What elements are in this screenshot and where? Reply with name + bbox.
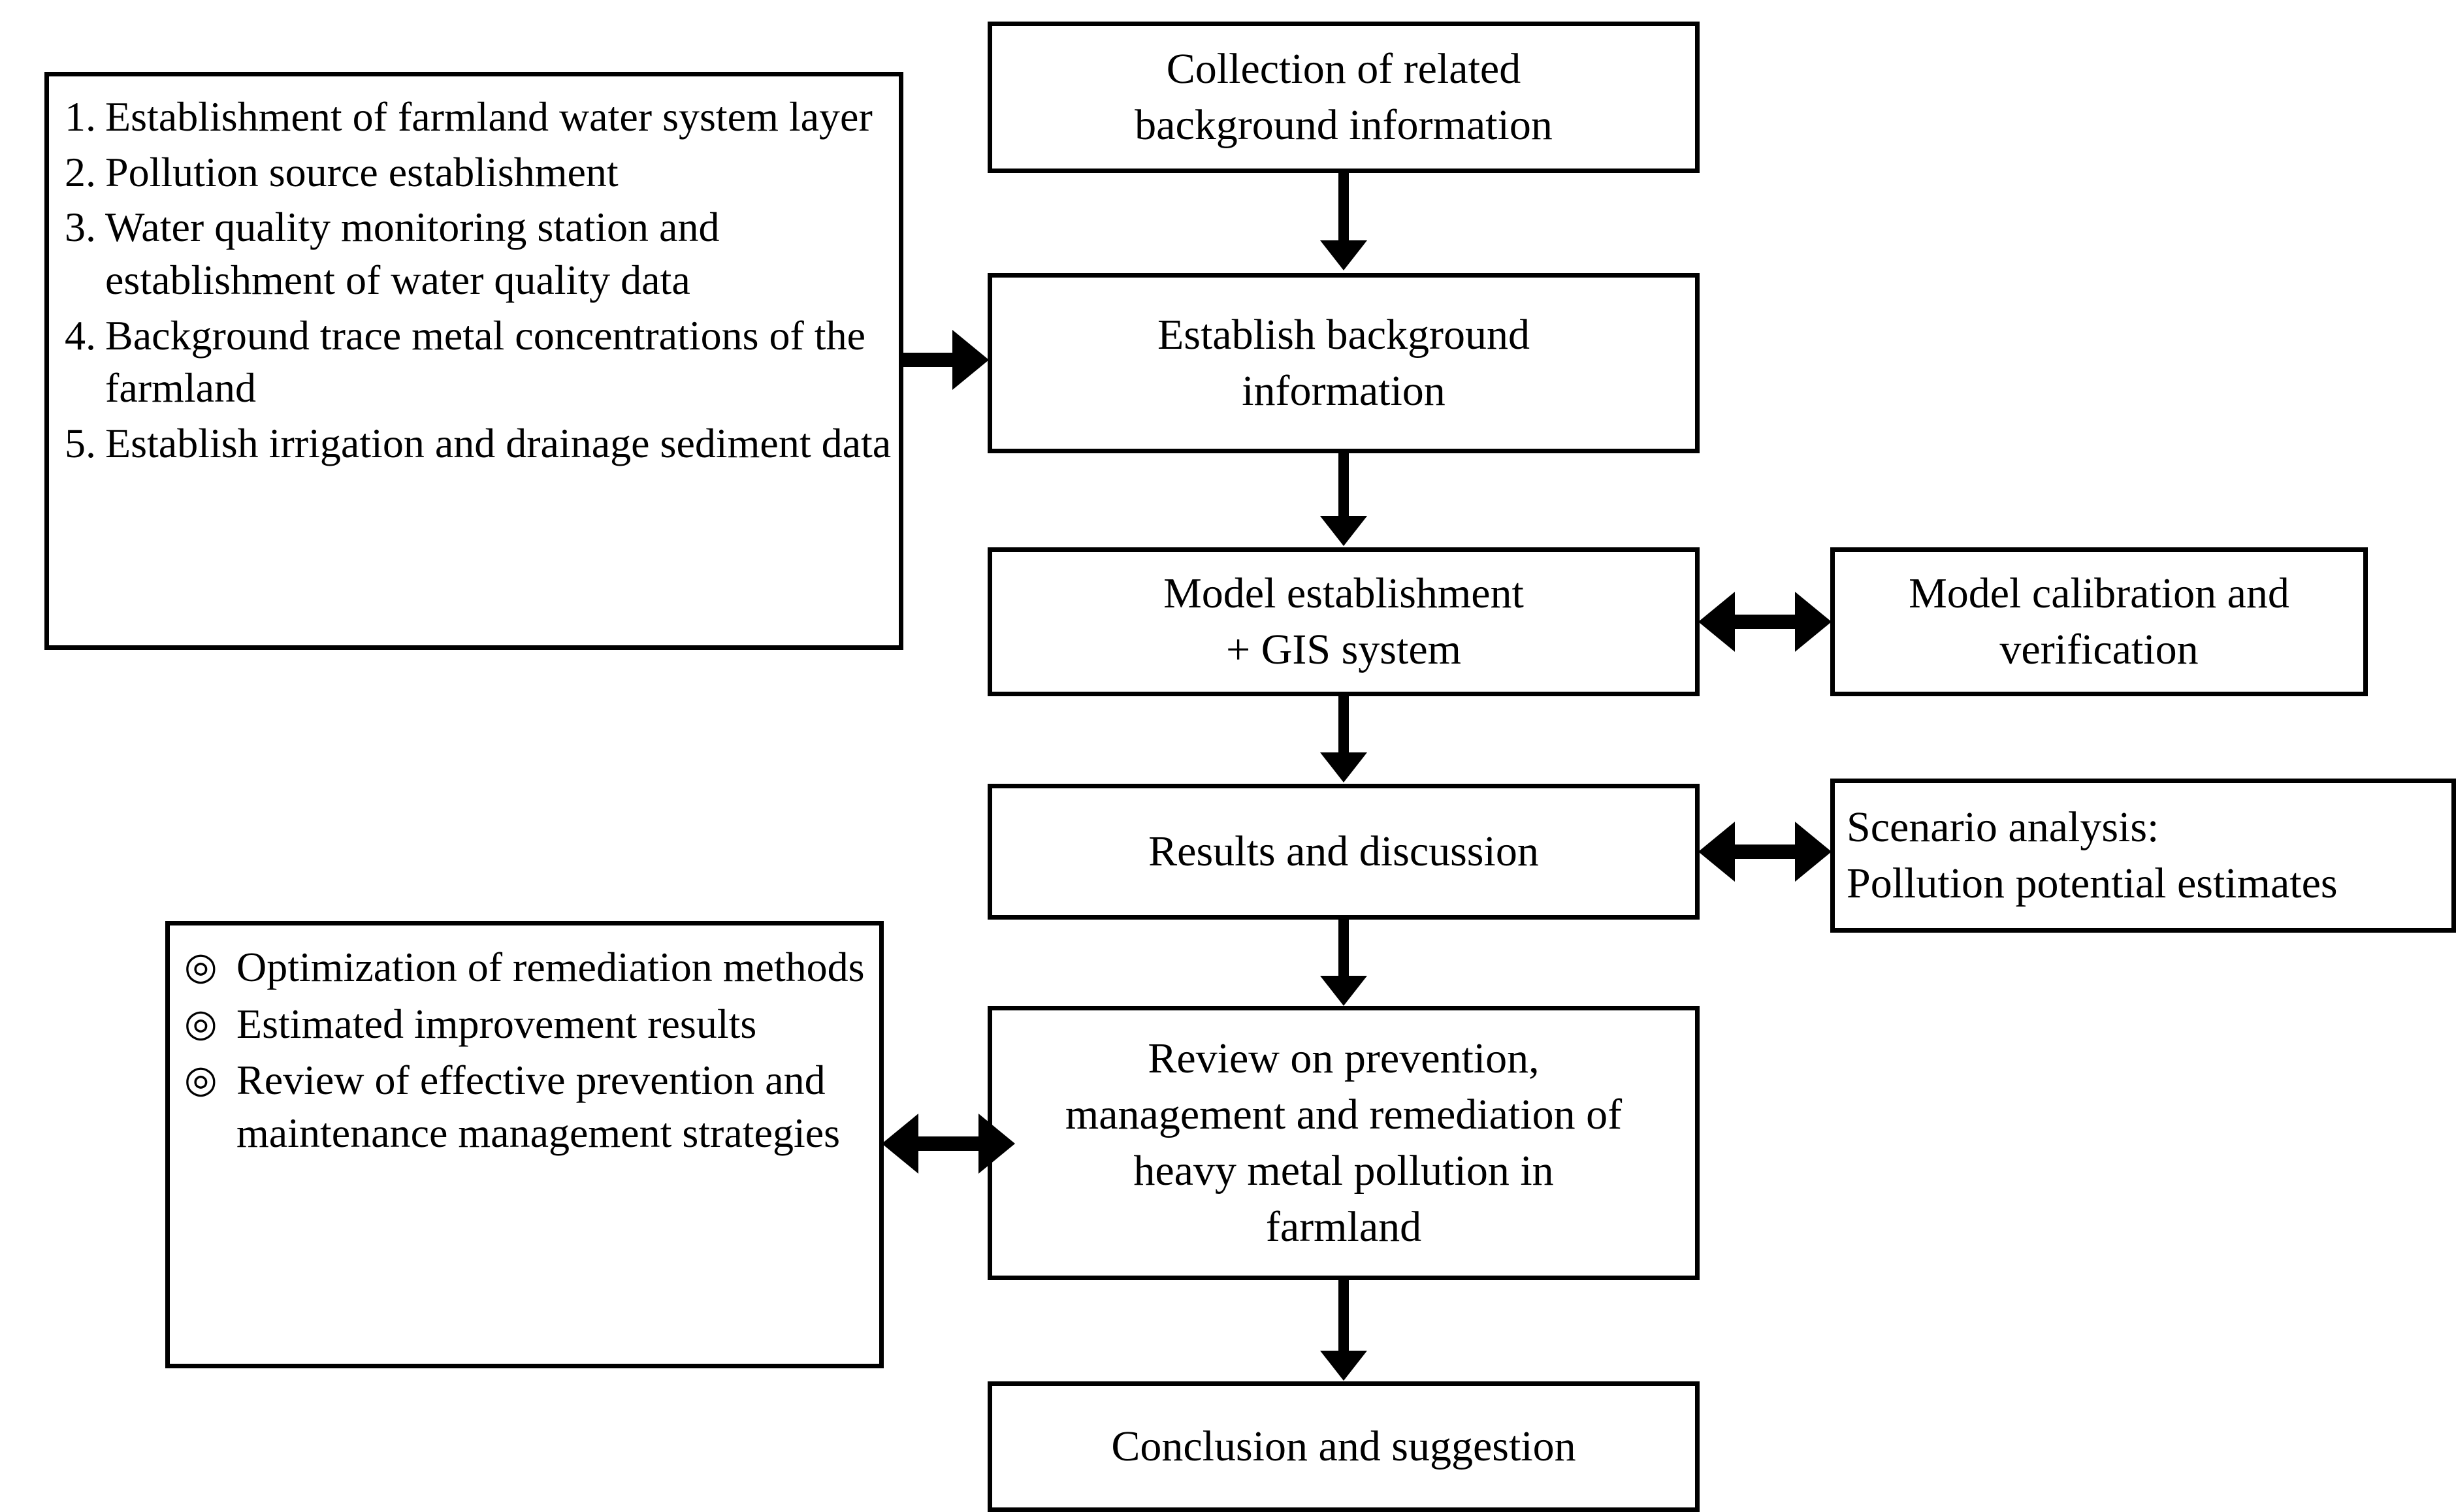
connector-model-to-results-arrowhead [1320, 752, 1367, 782]
node-calibration-label: Model calibration and verification [1835, 566, 2363, 678]
list-item-number: 1. [65, 93, 96, 140]
node-calibration-line2: verification [1999, 626, 2199, 673]
list-item: 5. Establish irrigation and drainage sed… [65, 417, 892, 470]
node-scenario-line2: Pollution potential estimates [1847, 860, 2338, 907]
node-model-calibration-and-verification[interactable]: Model calibration and verification [1830, 547, 2368, 696]
node-scenario-label: Scenario analysis: Pollution potential e… [1835, 799, 2451, 912]
connector-results-to-scenario-arrowhead-right [1795, 822, 1832, 882]
connector-outcomes-to-review-arrowhead-right [978, 1114, 1015, 1174]
inputs-list-box[interactable]: 1. Establishment of farmland water syste… [44, 72, 903, 650]
list-item: ◎ Optimization of remediation methods [184, 941, 873, 994]
list-item: 4. Background trace metal concentrations… [65, 310, 892, 415]
list-item: 3. Water quality monitoring station and … [65, 201, 892, 306]
node-collection-line1: Collection of related [1166, 45, 1521, 93]
list-item: ◎ Review of effective prevention and mai… [184, 1054, 873, 1159]
list-item-text: Background trace metal concentrations of… [105, 312, 865, 411]
list-item: ◎ Estimated improvement results [184, 998, 873, 1051]
node-model-line2: + GIS system [1226, 626, 1461, 673]
list-item: 2. Pollution source establishment [65, 146, 892, 199]
list-item-number: 5. [65, 419, 96, 466]
node-scenario-line1: Scenario analysis: [1847, 803, 2159, 852]
connector-review-to-conclusion-line [1338, 1276, 1349, 1356]
list-item-number: 2. [65, 148, 96, 195]
connector-establish-to-model-arrowhead [1320, 516, 1367, 546]
node-collection-of-related-background-information[interactable]: Collection of related background informa… [988, 22, 1700, 173]
outcomes-list: ◎ Optimization of remediation methods ◎ … [170, 925, 879, 1164]
node-results-and-discussion[interactable]: Results and discussion [988, 784, 1700, 920]
node-review-label: Review on prevention, management and rem… [992, 1031, 1695, 1255]
node-results-label: Results and discussion [1148, 828, 1539, 876]
node-model-establishment[interactable]: Model establishment + GIS system [988, 547, 1700, 696]
list-item-text: Pollution source establishment [105, 148, 619, 195]
list-item-text: Establish irrigation and drainage sedime… [105, 419, 892, 466]
node-review-line1: Review on prevention, [1148, 1035, 1540, 1083]
list-item-text: Water quality monitoring station and est… [105, 204, 720, 303]
node-review-line4: farmland [1265, 1202, 1422, 1251]
node-scenario-analysis[interactable]: Scenario analysis: Pollution potential e… [1830, 779, 2456, 933]
connector-establish-to-model-line [1338, 449, 1349, 523]
double-circle-bullet-icon: ◎ [184, 1001, 218, 1044]
connector-results-to-review-arrowhead [1320, 976, 1367, 1006]
node-conclusion-and-suggestion[interactable]: Conclusion and suggestion [988, 1381, 1700, 1512]
connector-review-to-conclusion-arrowhead [1320, 1351, 1367, 1381]
connector-outcomes-to-review-line [914, 1136, 985, 1151]
node-collection-label: Collection of related background informa… [992, 41, 1695, 153]
connector-collection-to-establish-line [1338, 169, 1349, 242]
connector-outcomes-to-review-arrowhead-left [882, 1114, 918, 1174]
outcomes-list-box[interactable]: ◎ Optimization of remediation methods ◎ … [165, 921, 884, 1368]
connector-model-to-calibration-arrowhead-left [1698, 592, 1735, 652]
node-review-line3: heavy metal pollution in [1133, 1147, 1554, 1195]
list-item-text: Review of effective prevention and maint… [236, 1057, 841, 1156]
node-review-line2: management and remediation of [1065, 1091, 1623, 1139]
node-conclusion-label: Conclusion and suggestion [1111, 1423, 1576, 1471]
connector-inputs-to-establish-line [900, 353, 956, 367]
node-calibration-line1: Model calibration and [1909, 570, 2289, 618]
connector-model-to-results-line [1338, 692, 1349, 758]
connector-results-to-review-line [1338, 916, 1349, 982]
connector-results-to-scenario-line [1731, 844, 1802, 859]
list-item-text: Estimated improvement results [236, 1000, 757, 1047]
node-review-on-prevention[interactable]: Review on prevention, management and rem… [988, 1006, 1700, 1280]
node-model-line1: Model establishment [1163, 570, 1524, 618]
connector-model-to-calibration-line [1731, 615, 1802, 629]
double-circle-bullet-icon: ◎ [184, 945, 218, 988]
node-establish-label: Establish background information [992, 307, 1695, 419]
connector-model-to-calibration-arrowhead-right [1795, 592, 1832, 652]
list-item: 1. Establishment of farmland water syste… [65, 91, 892, 144]
double-circle-bullet-icon: ◎ [184, 1058, 218, 1101]
node-establish-background-information[interactable]: Establish background information [988, 273, 1700, 453]
list-item-text: Optimization of remediation methods [236, 944, 865, 990]
connector-inputs-to-establish-arrowhead [952, 330, 989, 390]
node-establish-line1: Establish background [1157, 311, 1530, 359]
connector-results-to-scenario-arrowhead-left [1698, 822, 1735, 882]
inputs-list: 1. Establishment of farmland water syste… [49, 76, 899, 472]
node-model-label: Model establishment + GIS system [992, 566, 1695, 678]
list-item-number: 3. [65, 204, 96, 251]
connector-collection-to-establish-arrowhead [1320, 240, 1367, 270]
list-item-number: 4. [65, 312, 96, 359]
list-item-text: Establishment of farmland water system l… [105, 93, 873, 140]
node-establish-line2: information [1242, 367, 1446, 415]
node-collection-line2: background information [1135, 101, 1553, 149]
